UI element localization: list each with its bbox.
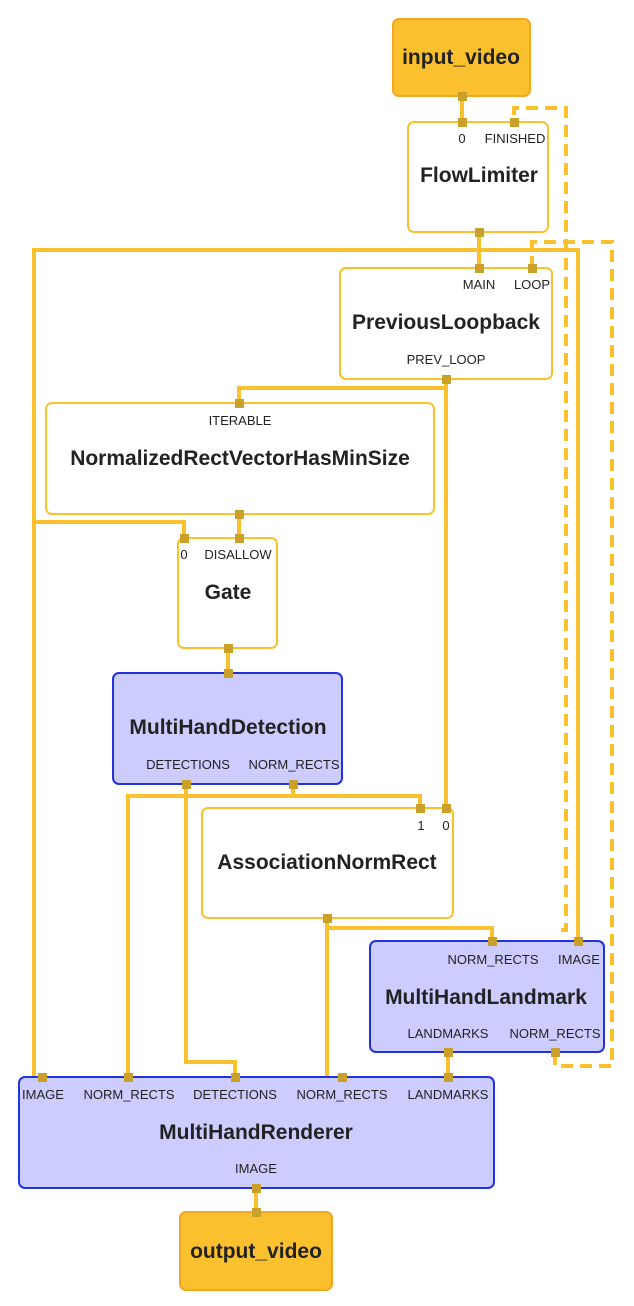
edge-flowlimiter-to-renderer-image bbox=[32, 248, 479, 1077]
pin-gate-disallow bbox=[235, 534, 244, 543]
pin-loopback-prev-loop bbox=[442, 375, 451, 384]
renderer-port-norm-rects-2: NORM_RECTS bbox=[296, 1087, 387, 1102]
pin-minsize-out bbox=[235, 510, 244, 519]
edge-detection-rects-to-assoc bbox=[291, 784, 422, 808]
pin-renderer-image-in bbox=[38, 1073, 47, 1082]
back-edge-loop bbox=[530, 240, 614, 1068]
renderer-port-detections: DETECTIONS bbox=[193, 1087, 277, 1102]
minsize-title: NormalizedRectVectorHasMinSize bbox=[70, 447, 410, 470]
pin-landmark-norm-rects-out bbox=[551, 1048, 560, 1057]
edge-assoc-to-landmark bbox=[327, 926, 494, 941]
renderer-port-image-in: IMAGE bbox=[22, 1087, 64, 1102]
loopback-title: PreviousLoopback bbox=[352, 311, 540, 334]
pin-detection-norm-rects bbox=[289, 780, 298, 789]
edge-prevloop-to-iterable bbox=[237, 379, 448, 403]
pin-renderer-image-out bbox=[252, 1184, 261, 1193]
flowlimiter-port-finished: FINISHED bbox=[485, 131, 546, 146]
pin-landmark-landmarks bbox=[444, 1048, 453, 1057]
pin-minsize-iterable bbox=[235, 399, 244, 408]
pin-output-in bbox=[252, 1208, 261, 1217]
pin-flowlimiter-finished bbox=[510, 118, 519, 127]
loopback-port-prev-loop: PREV_LOOP bbox=[407, 352, 486, 367]
renderer-port-norm-rects-1: NORM_RECTS bbox=[83, 1087, 174, 1102]
node-output-video[interactable]: output_video bbox=[179, 1211, 333, 1291]
assoc-port-0: 0 bbox=[442, 818, 449, 833]
detection-title: MultiHandDetection bbox=[129, 716, 326, 739]
edge-detections-to-renderer bbox=[184, 784, 237, 1077]
assoc-title: AssociationNormRect bbox=[217, 851, 436, 874]
pin-renderer-norm-rects-1 bbox=[124, 1073, 133, 1082]
minsize-port-iterable: ITERABLE bbox=[209, 413, 272, 428]
pin-assoc-out bbox=[323, 914, 332, 923]
landmark-port-norm-rects-out: NORM_RECTS bbox=[509, 1026, 600, 1041]
pin-detection-in bbox=[224, 669, 233, 678]
pin-landmark-norm-rects-in bbox=[488, 937, 497, 946]
node-previous-loopback[interactable]: MAIN LOOP PreviousLoopback PREV_LOOP bbox=[339, 267, 553, 380]
renderer-title: MultiHandRenderer bbox=[159, 1121, 353, 1144]
loopback-port-main: MAIN bbox=[463, 277, 496, 292]
flowlimiter-title: FlowLimiter bbox=[420, 164, 538, 187]
output-video-title: output_video bbox=[190, 1240, 322, 1263]
renderer-port-landmarks: LANDMARKS bbox=[408, 1087, 489, 1102]
pin-renderer-detections bbox=[231, 1073, 240, 1082]
node-association-norm-rect[interactable]: 1 0 AssociationNormRect bbox=[201, 807, 454, 919]
detection-port-norm-rects: NORM_RECTS bbox=[248, 757, 339, 772]
renderer-port-image-out: IMAGE bbox=[235, 1161, 277, 1176]
pin-flowlimiter-0 bbox=[458, 118, 467, 127]
edge-detection-rects-to-renderer bbox=[126, 794, 293, 1077]
pin-detection-detections bbox=[182, 780, 191, 789]
pin-flowlimiter-out bbox=[475, 228, 484, 237]
pin-gate-0 bbox=[180, 534, 189, 543]
port-pins bbox=[38, 92, 583, 1217]
node-gate[interactable]: 0 DISALLOW Gate bbox=[177, 537, 278, 649]
gate-port-disallow: DISALLOW bbox=[204, 547, 272, 562]
pin-assoc-1 bbox=[416, 804, 425, 813]
pin-renderer-landmarks bbox=[444, 1073, 453, 1082]
pin-loopback-main bbox=[475, 264, 484, 273]
landmark-title: MultiHandLandmark bbox=[385, 986, 587, 1009]
landmark-port-image: IMAGE bbox=[558, 952, 600, 967]
back-edge-finished bbox=[512, 106, 568, 932]
loopback-port-loop: LOOP bbox=[514, 277, 550, 292]
gate-title: Gate bbox=[205, 581, 252, 604]
node-normalized-rect-min-size[interactable]: ITERABLE NormalizedRectVectorHasMinSize bbox=[45, 402, 435, 515]
pin-landmark-image bbox=[574, 937, 583, 946]
landmark-port-norm-rects-in: NORM_RECTS bbox=[447, 952, 538, 967]
node-multi-hand-landmark[interactable]: NORM_RECTS IMAGE MultiHandLandmark LANDM… bbox=[369, 940, 605, 1053]
node-flowlimiter[interactable]: 0 FINISHED FlowLimiter bbox=[407, 121, 549, 233]
detection-port-detections: DETECTIONS bbox=[146, 757, 230, 772]
gate-port-0: 0 bbox=[180, 547, 187, 562]
node-multi-hand-detection[interactable]: MultiHandDetection DETECTIONS NORM_RECTS bbox=[112, 672, 343, 785]
landmark-port-landmarks: LANDMARKS bbox=[408, 1026, 489, 1041]
pin-assoc-0 bbox=[442, 804, 451, 813]
input-video-title: input_video bbox=[402, 46, 520, 69]
pin-gate-out bbox=[224, 644, 233, 653]
pin-renderer-norm-rects-2 bbox=[338, 1073, 347, 1082]
edge-image-to-gate bbox=[34, 520, 186, 538]
edge-flowlimiter-to-landmark-image bbox=[479, 248, 580, 941]
node-multi-hand-renderer[interactable]: IMAGE NORM_RECTS DETECTIONS NORM_RECTS L… bbox=[18, 1076, 495, 1189]
assoc-port-1: 1 bbox=[417, 818, 424, 833]
pin-input-out bbox=[458, 92, 467, 101]
node-input-video[interactable]: input_video bbox=[392, 18, 531, 97]
flowlimiter-port-0: 0 bbox=[458, 131, 465, 146]
pin-loopback-loop bbox=[528, 264, 537, 273]
